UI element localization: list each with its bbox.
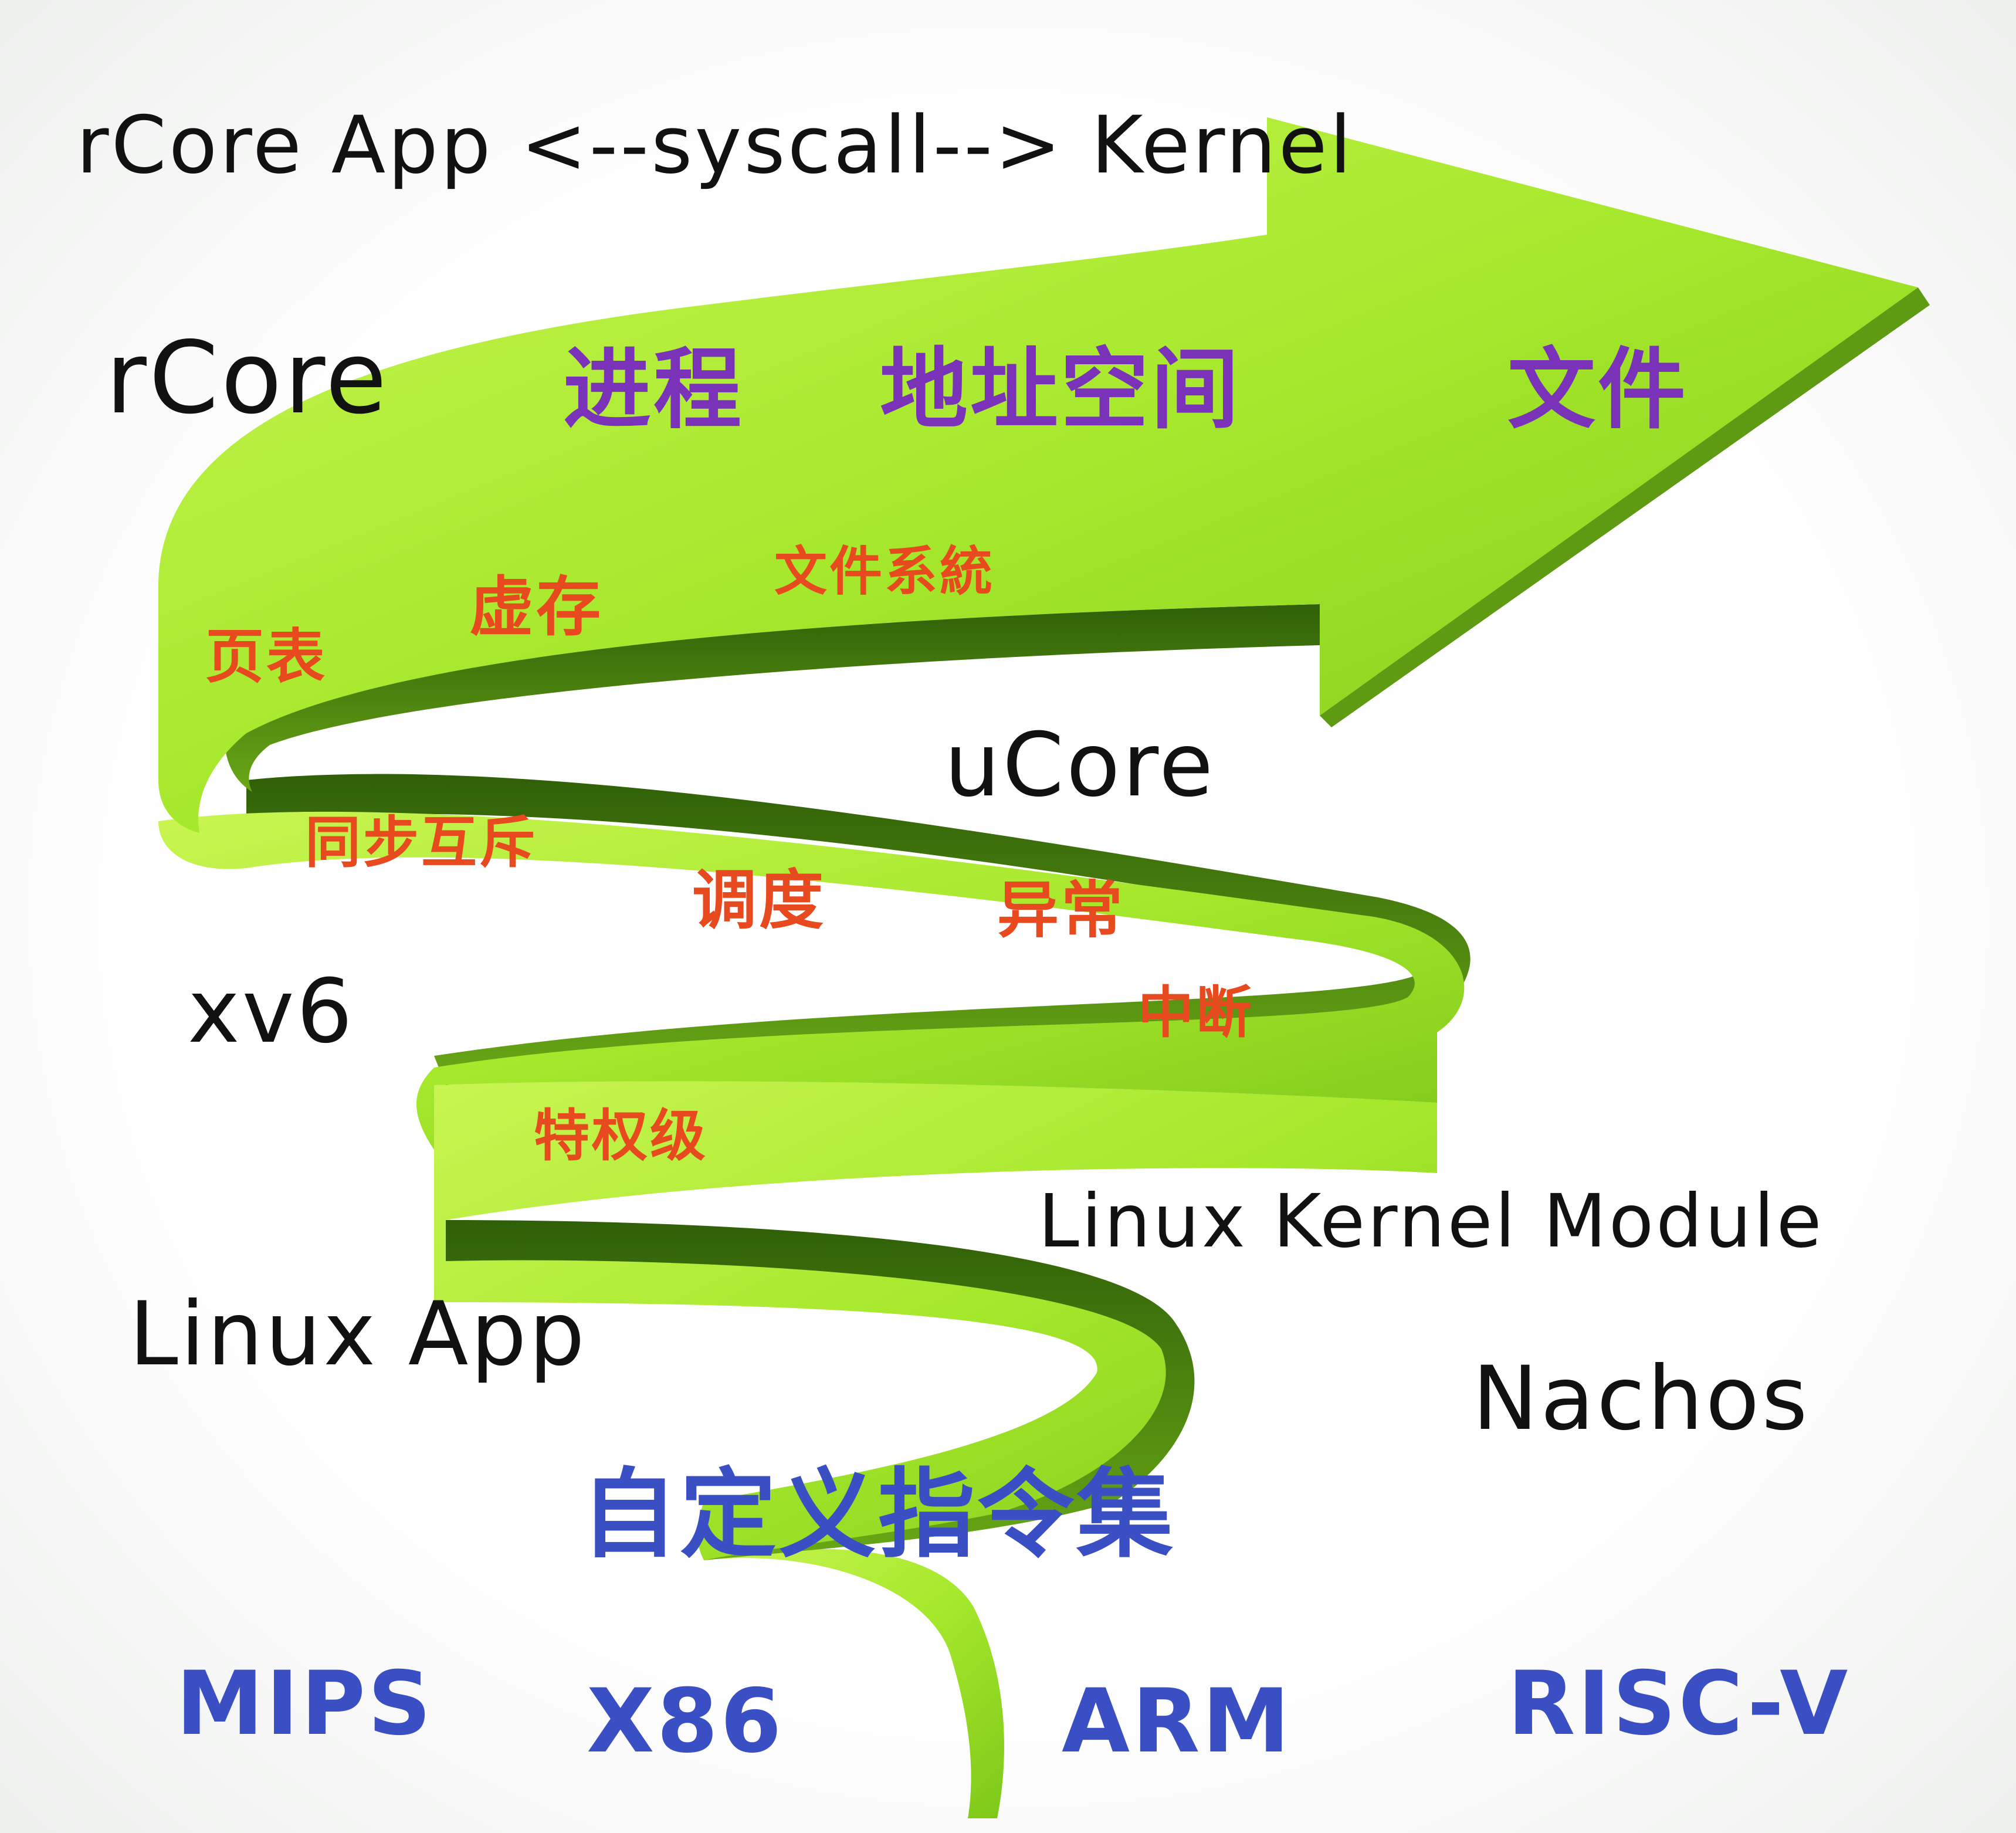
concept-file: 文件 [1507,339,1689,441]
ribbon-coil-1 [434,1081,1437,1560]
custom-isa-label: 自定义指令集 [581,1458,1175,1571]
isa-x86: X86 [587,1671,784,1773]
topic-exception: 异常 [997,875,1126,946]
ucore-label: uCore [944,714,1216,816]
ribbon-coil-3-shadow [225,604,1320,792]
ribbon-coil-3 [158,117,1918,833]
topic-virtual-memory: 虚存 [469,570,603,645]
topic-sync-mutex: 同步互斥 [305,811,538,875]
arrow-head-edge [1320,287,1930,727]
linux-kernel-module-label: Linux Kernel Module [1038,1179,1824,1264]
ribbon-coil-2-shadow [246,774,1471,1085]
ribbon-tail [704,1549,1004,1818]
isa-mips: MIPS [176,1653,434,1755]
concept-address-space: 地址空间 [880,339,1242,441]
topic-privilege-level: 特权级 [534,1104,709,1168]
topic-scheduling: 调度 [692,863,826,938]
topic-file-system: 文件系統 [774,541,995,602]
linux-app-label: Linux App [129,1283,587,1385]
xv6-label: xv6 [188,961,355,1063]
syscall-title: rCore App <--syscall--> Kernel [76,99,1354,191]
rcore-label: rCore [106,320,389,436]
ribbon-coil-2 [158,811,1465,1150]
topic-page-table: 页表 [205,622,327,691]
concept-process: 进程 [563,339,744,441]
topic-interrupt: 中断 [1138,981,1255,1045]
isa-arm: ARM [1062,1671,1292,1773]
isa-risc-v: RISC-V [1507,1653,1851,1755]
nachos-label: Nachos [1472,1348,1810,1450]
